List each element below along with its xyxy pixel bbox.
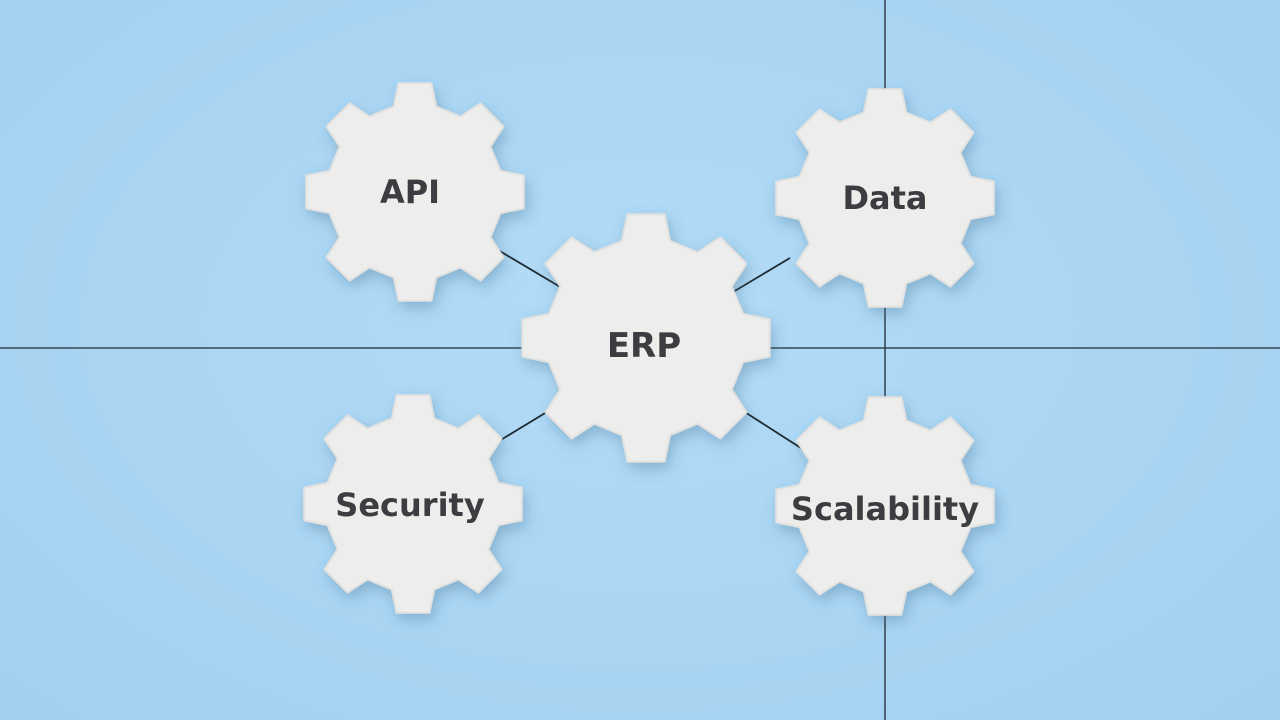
gear-scalability: Scalability xyxy=(775,396,995,616)
gear-api-shape xyxy=(305,82,525,302)
gear-erp-label: ERP xyxy=(607,326,681,366)
gear-scalability-shape xyxy=(775,396,995,616)
gear-data-label: Data xyxy=(842,179,927,217)
gear-api: API xyxy=(305,82,525,302)
gear-scalability-label: Scalability xyxy=(791,490,979,528)
connector-data-erp xyxy=(727,257,791,296)
connector-api-erp xyxy=(497,249,563,289)
gear-security-label: Security xyxy=(335,486,485,524)
gear-erp-shape xyxy=(521,213,771,463)
gear-data: Data xyxy=(775,88,995,308)
gear-api-label: API xyxy=(380,173,440,211)
gear-security-shape xyxy=(303,394,523,614)
gear-erp: ERP xyxy=(521,213,771,463)
gear-data-shape xyxy=(775,88,995,308)
gear-security: Security xyxy=(303,394,523,614)
